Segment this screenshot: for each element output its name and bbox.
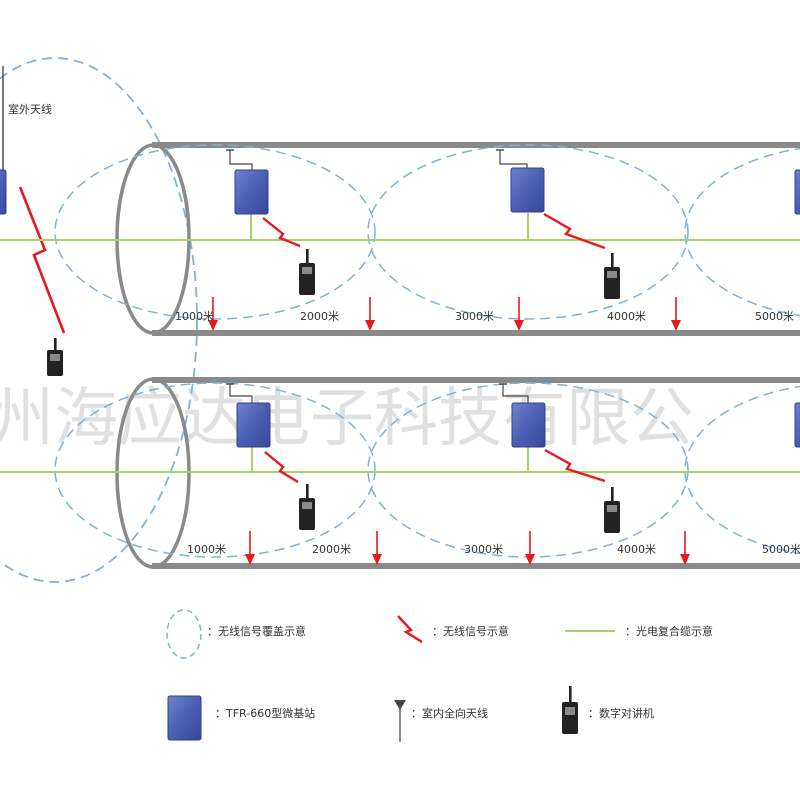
legend-signal-label: ：无线信号示意 <box>432 624 509 638</box>
distance-label: 1000米 <box>187 543 226 556</box>
coverage-ellipse <box>367 144 689 320</box>
legend-radio-icon <box>562 686 578 734</box>
distance-label: 5000米 <box>755 310 794 323</box>
watermark: 州海应达电子科技有限公 <box>0 382 694 456</box>
distance-label: 2000米 <box>300 310 339 323</box>
coverage-ellipse <box>54 144 376 320</box>
signal-bolt <box>543 212 606 250</box>
distance-arrow <box>208 297 218 331</box>
outdoor-signal-bolt <box>18 186 66 334</box>
repeater-unit <box>794 402 800 448</box>
distance-label: 3000米 <box>464 543 503 556</box>
radio-handset <box>299 249 315 295</box>
distance-label: 3000米 <box>455 310 494 323</box>
signal-bolt <box>262 217 301 248</box>
distance-label: 2000米 <box>312 543 351 556</box>
outdoor-repeater <box>0 169 7 215</box>
distance-arrow <box>365 297 375 331</box>
distance-arrow <box>245 531 255 565</box>
distance-label: 1000米 <box>175 310 214 323</box>
radio-handset <box>604 487 620 533</box>
distance-label: 4000米 <box>607 310 646 323</box>
signal-bolt <box>544 448 606 483</box>
outdoor-antenna-label: 室外天线 <box>8 102 52 116</box>
signal-bolt <box>264 451 299 484</box>
legend-coverage-label: ：无线信号覆盖示意 <box>207 624 306 638</box>
tunnel-top: 1000米 2000米 3000米 4000米 5000米 <box>0 142 800 336</box>
outdoor-coverage-ellipse <box>0 57 198 583</box>
distance-arrow <box>671 297 681 331</box>
legend-repeater-label: ：TFR-660型微基站 <box>215 706 315 720</box>
distance-arrow <box>514 297 524 331</box>
distance-arrow <box>372 531 382 565</box>
distance-arrow <box>680 531 690 565</box>
tunnel-bottom: 1000米 2000米 3000米 4000米 5000米 <box>0 377 800 569</box>
coverage-ellipse <box>684 385 800 555</box>
radio-handset <box>604 253 620 299</box>
distance-label: 4000米 <box>617 543 656 556</box>
legend-antenna-label: ：室内全向天线 <box>411 706 488 720</box>
repeater-unit <box>499 383 546 472</box>
repeater-unit <box>226 383 271 472</box>
legend-fiber-label: ：光电复合缆示意 <box>625 624 713 638</box>
distance-arrow <box>525 531 535 565</box>
repeater-unit <box>226 149 269 240</box>
radio-handset <box>299 484 315 530</box>
legend-antenna-icon <box>394 700 406 742</box>
legend: ：无线信号覆盖示意 ：无线信号示意 ：光电复合缆示意 ：TFR-660型微基站 … <box>166 609 713 742</box>
repeater-unit <box>496 149 545 240</box>
distance-label: 5000米 <box>762 543 800 556</box>
legend-repeater-icon <box>167 695 202 741</box>
legend-radio-label: ：数字对讲机 <box>588 706 654 720</box>
outdoor-antenna-group: 室外天线 <box>0 66 52 215</box>
coverage-ellipse <box>684 147 800 317</box>
repeater-unit <box>794 169 800 215</box>
legend-signal-icon <box>397 615 423 644</box>
outdoor-radio <box>47 338 63 376</box>
coverage-ellipse <box>54 382 376 558</box>
legend-coverage-icon <box>166 609 202 659</box>
